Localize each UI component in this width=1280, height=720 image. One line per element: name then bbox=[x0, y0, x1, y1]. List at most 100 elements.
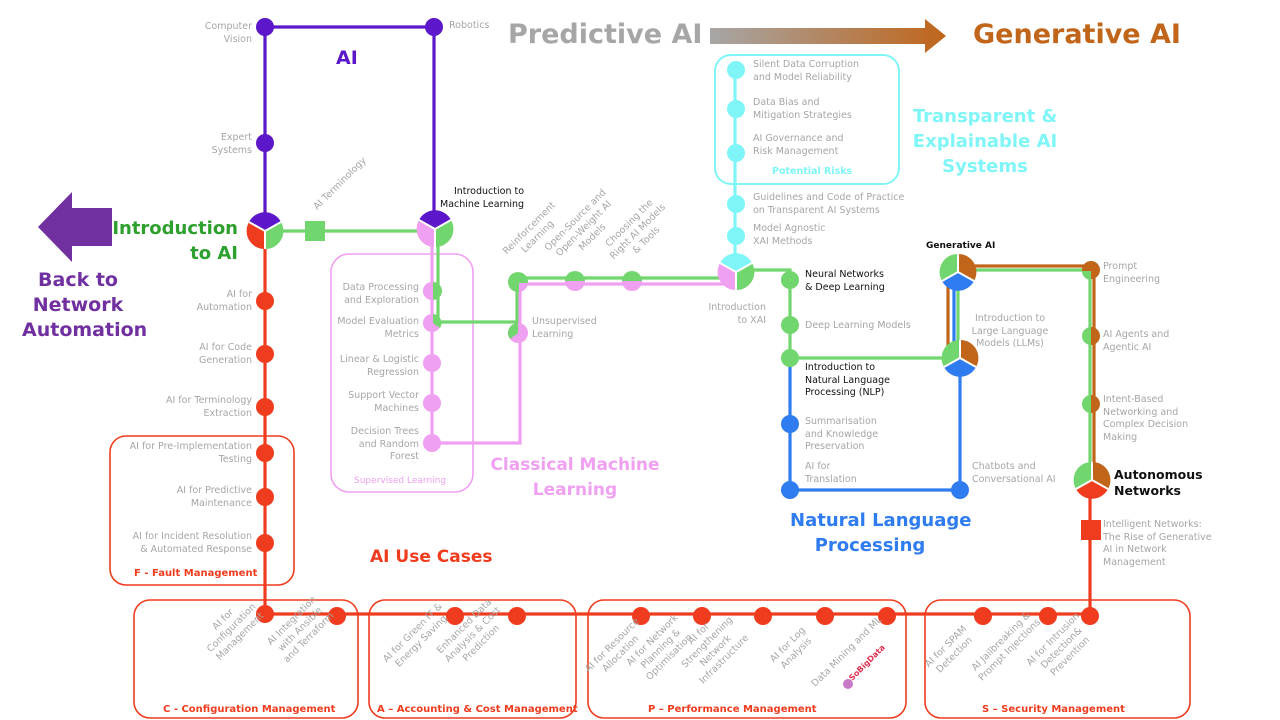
supervised-learning-box bbox=[330, 253, 474, 493]
station-model-agnostic[interactable] bbox=[727, 227, 745, 245]
lbl-line: Systems bbox=[211, 144, 252, 156]
security-management-box bbox=[924, 599, 1191, 719]
station-config-management[interactable] bbox=[256, 605, 274, 623]
station-spam-detection[interactable] bbox=[974, 607, 992, 625]
security-management-title: S – Security Management bbox=[982, 704, 1125, 715]
lbl-line: AI for bbox=[226, 289, 252, 300]
accounting-management-title: A – Accounting & Cost Management bbox=[377, 704, 578, 715]
title-line: Processing bbox=[814, 535, 926, 556]
station-summarisation[interactable] bbox=[781, 415, 799, 433]
lbl-line: Introduction to bbox=[453, 186, 525, 197]
station-pre-implementation[interactable] bbox=[256, 444, 274, 462]
lbl-line: Learning bbox=[532, 328, 574, 340]
back-arrow-icon[interactable] bbox=[38, 192, 112, 262]
lbl-line: Testing bbox=[218, 453, 252, 465]
station-introduction-to-ml[interactable] bbox=[416, 210, 454, 248]
lbl-line: Expert bbox=[220, 132, 252, 143]
back-line-2: Network bbox=[32, 294, 124, 316]
station-model-evaluation[interactable] bbox=[423, 314, 442, 332]
back-line-1: Back to bbox=[38, 269, 118, 291]
station-silent-data-corruption[interactable] bbox=[727, 61, 745, 79]
lbl-line: Intelligent Networks: bbox=[1103, 519, 1202, 530]
accounting-management-box bbox=[368, 599, 577, 719]
station-resource-allocation[interactable] bbox=[632, 607, 650, 625]
station-ai-terminology-extraction[interactable] bbox=[256, 398, 274, 416]
intro-ai-line-1: Introduction bbox=[112, 218, 238, 239]
station-jailbreaking[interactable] bbox=[1039, 607, 1057, 625]
fault-management-title: F - Fault Management bbox=[134, 568, 258, 579]
station-strengthening-infrastructure[interactable] bbox=[754, 607, 772, 625]
station-ai-governance[interactable] bbox=[727, 144, 745, 162]
station-log-analysis[interactable] bbox=[816, 607, 834, 625]
lbl-line: and Exploration bbox=[344, 294, 419, 306]
station-linear-regression[interactable] bbox=[423, 354, 441, 372]
station-decision-trees[interactable] bbox=[423, 434, 441, 452]
station-green-it[interactable] bbox=[446, 607, 464, 625]
label-generative-ai: Generative AI bbox=[926, 241, 996, 251]
lbl-line: AI for Pre-Implementation bbox=[129, 441, 252, 452]
station-intrusion-detection[interactable] bbox=[1081, 607, 1099, 625]
ai-section-title: AI bbox=[336, 47, 358, 69]
lbl-line: Maintenance bbox=[190, 497, 252, 509]
station-open-source-models[interactable] bbox=[565, 271, 585, 291]
lbl-line: Introduction to bbox=[974, 313, 1046, 324]
lbl-line: Introduction to bbox=[805, 362, 876, 373]
predictive-to-generative-arrow bbox=[710, 19, 946, 53]
station-computer-vision[interactable] bbox=[256, 18, 274, 36]
station-introduction-to-xai[interactable] bbox=[717, 253, 755, 291]
use-cases-line bbox=[263, 235, 1092, 616]
station-ai-code-generation[interactable] bbox=[256, 345, 274, 363]
station-robotics[interactable] bbox=[425, 18, 443, 36]
station-ai-automation[interactable] bbox=[256, 292, 274, 310]
station-neural-networks[interactable] bbox=[781, 271, 799, 289]
station-data-mining[interactable] bbox=[878, 607, 896, 625]
station-translation[interactable] bbox=[781, 481, 799, 499]
station-autonomous-networks[interactable] bbox=[1073, 461, 1111, 499]
station-reinforcement-learning[interactable] bbox=[508, 272, 528, 292]
station-svm[interactable] bbox=[423, 394, 441, 412]
lbl-line: AI Governance and bbox=[753, 133, 844, 144]
station-ai-agents[interactable] bbox=[1082, 327, 1100, 345]
station-data-bias[interactable] bbox=[727, 100, 745, 118]
back-to-network-automation-link[interactable]: Back to Network Automation bbox=[22, 268, 147, 343]
station-generative-ai[interactable] bbox=[939, 253, 977, 291]
lbl-line: Automation bbox=[196, 301, 252, 313]
station-intelligent-networks[interactable] bbox=[1081, 520, 1101, 540]
station-incident-resolution[interactable] bbox=[256, 534, 274, 552]
station-ai-terminology[interactable] bbox=[305, 221, 325, 241]
station-deep-learning-models[interactable] bbox=[781, 316, 799, 334]
station-unsupervised-learning[interactable] bbox=[508, 323, 528, 343]
lbl-line: Model Evaluation bbox=[337, 316, 419, 327]
ai-use-cases-title: AI Use Cases bbox=[370, 547, 493, 567]
station-predictive-maintenance[interactable] bbox=[256, 488, 274, 506]
station-network-planning[interactable] bbox=[693, 607, 711, 625]
lbl-line: Summarisation bbox=[805, 416, 877, 427]
lbl-line: & Automated Response bbox=[140, 543, 252, 555]
title-line: Natural Language bbox=[790, 510, 972, 531]
station-guidelines[interactable] bbox=[727, 195, 745, 213]
station-intent-based[interactable] bbox=[1082, 395, 1100, 413]
station-intro-llms[interactable] bbox=[941, 339, 979, 377]
station-prompt-engineering[interactable] bbox=[1082, 261, 1100, 280]
station-expert-systems[interactable] bbox=[256, 134, 274, 152]
station-enhanced-data-analysis[interactable] bbox=[508, 607, 526, 625]
station-introduction-to-ai[interactable] bbox=[246, 212, 284, 250]
station-ansible-terraform[interactable] bbox=[328, 607, 346, 625]
station-chatbots[interactable] bbox=[951, 481, 969, 499]
station-choosing-models[interactable] bbox=[622, 271, 642, 291]
station-intro-nlp[interactable] bbox=[781, 349, 799, 367]
